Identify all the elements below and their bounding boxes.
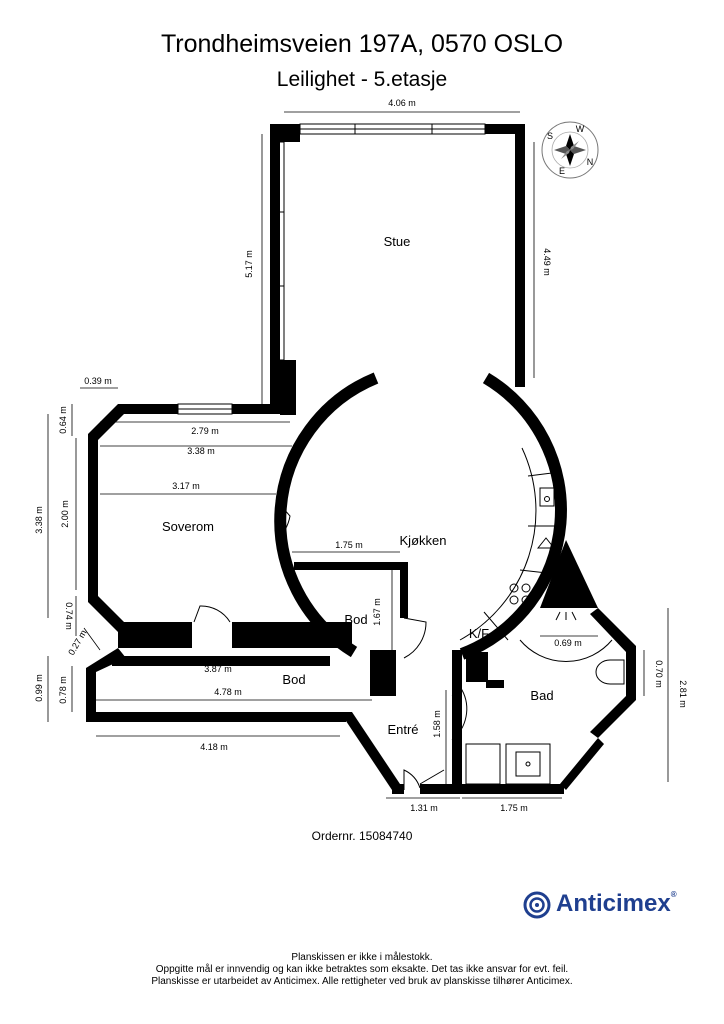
wall-arc-right [459, 372, 567, 660]
dim-label-338-horizontal: 3.38 m [187, 446, 215, 456]
wall-soverom-top-b [232, 404, 292, 414]
dim-label-317: 3.17 m [172, 481, 200, 491]
room-label-kf: K/F [469, 626, 489, 641]
compass-n: N [587, 157, 594, 167]
dishwasher-icon [536, 537, 556, 549]
wall-bod-bottom [86, 712, 346, 722]
dim-label-167: 1.67 m [372, 598, 382, 626]
bathroom-fixtures [465, 611, 625, 785]
wall-bod-small-right [400, 562, 408, 618]
footer-line-3: Planskisse er utarbeidet av Anticimex. A… [151, 976, 573, 987]
dim-label-281: 2.81 m [678, 680, 688, 708]
anticimex-logo-text: Anticimex® [556, 890, 677, 918]
dim-label-158: 1.58 m [432, 710, 442, 738]
dim-label-131: 1.31 m [410, 803, 438, 813]
room-label-bad: Bad [530, 688, 553, 703]
footer-line-1: Planskissen er ikke i målestokk. [291, 952, 433, 963]
door-entre [403, 769, 421, 790]
room-label-bod-small: Bod [344, 612, 367, 627]
dim-label-478: 4.78 m [214, 687, 242, 697]
floor-subtitle: Leilighet - 5.etasje [276, 68, 448, 91]
dim-label-200: 2.00 m [60, 500, 70, 528]
kitchen-counter [459, 447, 562, 653]
address-title: Trondheimsveien 197A, 0570 OSLO [160, 30, 564, 58]
wall-stue-left [270, 124, 280, 414]
wall-bod-small-top [294, 562, 406, 570]
wall-soverom-bottom-a [118, 622, 192, 648]
door-bod-small [403, 617, 427, 659]
logo-name: Anticimex [556, 890, 671, 917]
wall-entre-bottom-a [392, 784, 404, 794]
compass-rose-icon: N S E W [541, 121, 599, 179]
wall-bod-top [112, 656, 330, 666]
room-label-bod-large: Bod [282, 672, 305, 687]
dim-label-064: 0.64 m [58, 406, 68, 434]
room-label-stue: Stue [384, 234, 411, 249]
dimension-lines [47, 111, 669, 799]
wall-bod-left [86, 648, 126, 720]
wall-arc-left [274, 372, 379, 658]
dim-label-449: 4.49 m [542, 248, 552, 276]
dim-label-039: 0.39 m [84, 376, 112, 386]
wall-stue-right [515, 124, 525, 387]
anticimex-logo-icon [523, 891, 551, 919]
wall-entre-bottom-b [420, 784, 564, 794]
wall-bad-right [590, 608, 636, 738]
dim-label-175-kjokken: 1.75 m [335, 540, 363, 550]
dim-label-418: 4.18 m [200, 742, 228, 752]
wall-bad-corner [466, 652, 488, 682]
sink-icon [539, 487, 555, 507]
room-label-kjokken: Kjøkken [400, 533, 447, 548]
wall-bad-step [486, 680, 504, 688]
dim-label-406: 4.06 m [388, 98, 416, 108]
dim-label-074: 0.74 m [64, 602, 74, 630]
wall-entre-right [452, 650, 462, 790]
room-label-entre: Entré [387, 722, 418, 737]
door-bad [451, 689, 468, 741]
wall-soverom-left [88, 404, 126, 632]
toilet-icon [595, 659, 625, 685]
dim-label-027: 0.27 m [66, 628, 88, 657]
dim-label-099: 0.99 m [34, 674, 44, 702]
room-label-soverom: Soverom [162, 519, 214, 534]
logo-reg: ® [670, 890, 677, 899]
dim-label-070: 0.70 m [654, 660, 664, 688]
window-stue-left [275, 141, 285, 361]
dim-label-175-bad: 1.75 m [500, 803, 528, 813]
door-soverom [275, 499, 291, 541]
dim-label-279: 2.79 m [191, 426, 219, 436]
order-number: Ordernr. 15084740 [311, 829, 413, 843]
dim-label-078: 0.78 m [58, 676, 68, 704]
compass-s: S [547, 131, 553, 141]
bathroom-sink-icon [505, 743, 551, 785]
wall-entre-left [340, 712, 404, 790]
wall-bad-lower [560, 738, 604, 790]
wall-stue-lower-left [280, 360, 296, 415]
footer-line-2: Oppgitte mål er innvendig og kan ikke be… [155, 964, 569, 975]
wall-triangle [540, 540, 598, 608]
doors [193, 499, 468, 790]
door-soverom-bod [193, 605, 231, 623]
walls [86, 124, 636, 794]
shower-arc [519, 639, 613, 662]
dim-label-517: 5.17 m [244, 250, 254, 278]
washer-icon [465, 743, 501, 785]
wall-stue-top-right [485, 124, 515, 134]
wall-soverom-top-a [118, 404, 178, 414]
windows [177, 123, 486, 415]
stove-icon [509, 583, 531, 605]
anticimex-logo: Anticimex® [522, 888, 702, 922]
dim-label-069: 0.69 m [554, 638, 582, 648]
compass-w: W [576, 124, 585, 134]
dim-label-387: 3.87 m [204, 664, 232, 674]
dim-label-338-vertical: 3.38 m [34, 506, 44, 534]
wall-bod-right [370, 650, 396, 696]
compass-e: E [559, 166, 565, 176]
